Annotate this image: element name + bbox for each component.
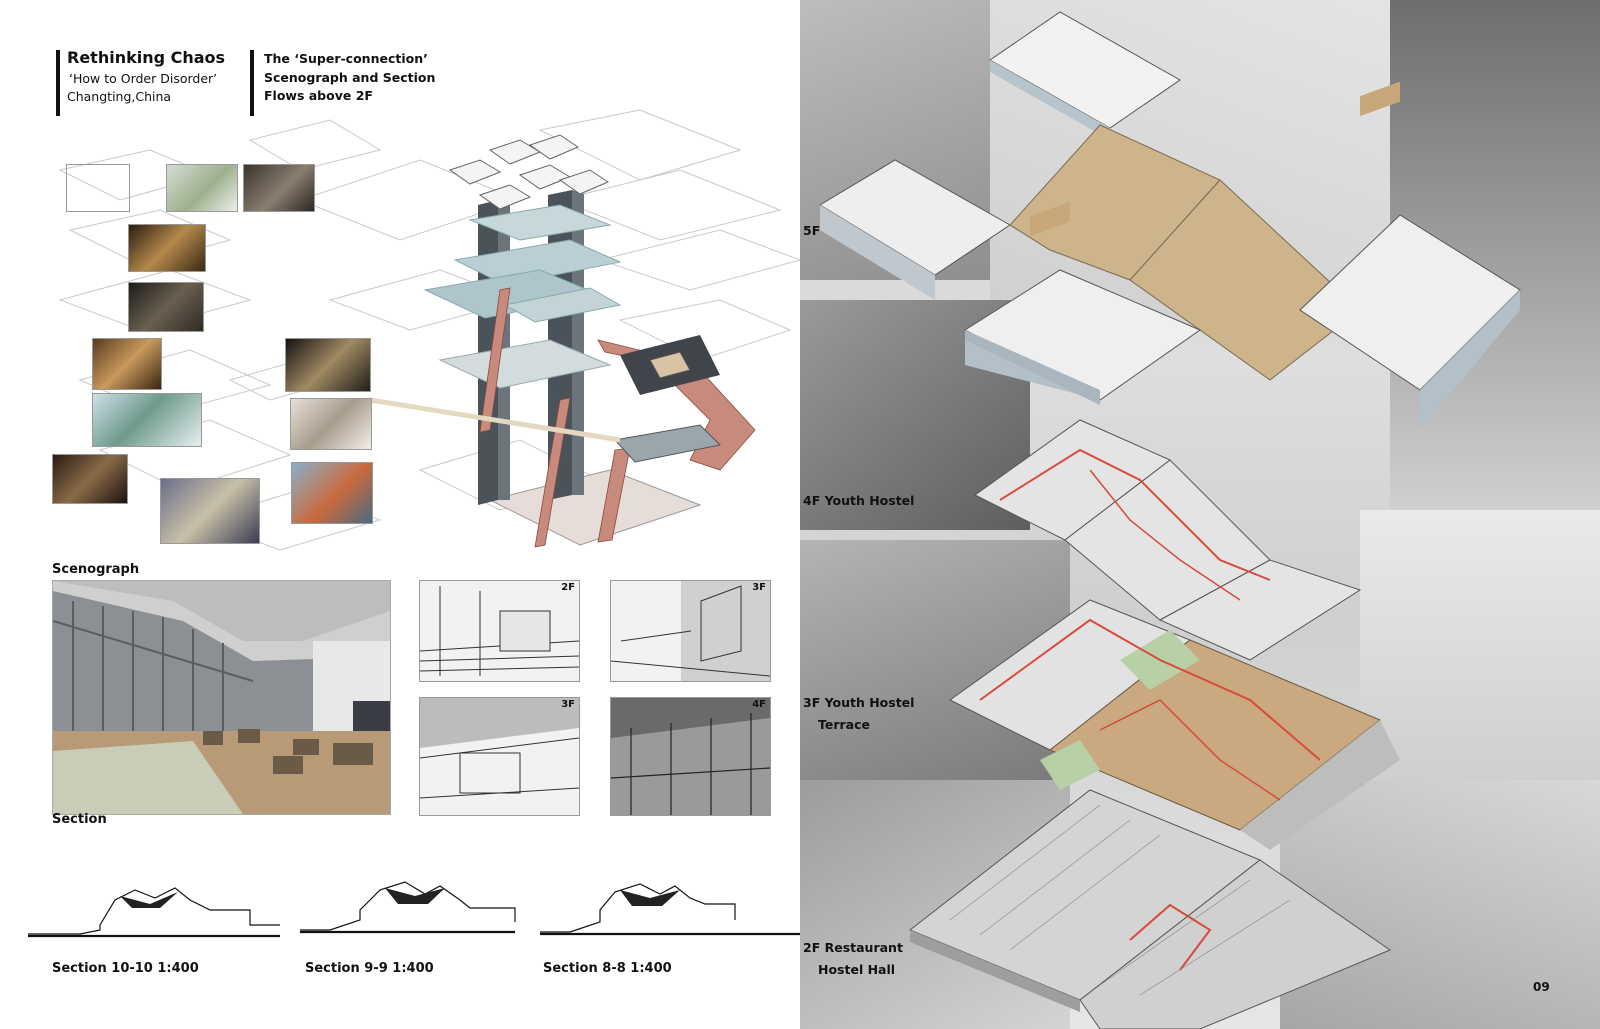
glass-plate — [438, 339, 612, 389]
sketch-floor-tag: 3F — [561, 699, 575, 710]
project-location: Changting,China — [67, 89, 172, 104]
reference-photo — [128, 282, 204, 332]
exploded-axonometric — [819, 11, 1521, 1029]
floor-2f-model — [909, 789, 1392, 1029]
reference-photo — [52, 454, 128, 504]
glass-plate — [503, 287, 622, 323]
section-caption: Section 10-10 1:400 — [52, 961, 199, 976]
floor-label-3f: 3F Youth Hostel — [803, 695, 915, 710]
reference-photo — [291, 462, 373, 524]
sketch-floor-tag: 3F — [752, 582, 766, 593]
sketch-floor-tag: 4F — [752, 699, 766, 710]
reference-photo — [160, 478, 260, 544]
reference-photo — [285, 338, 371, 392]
desc-divider — [250, 50, 254, 116]
reference-photo — [92, 393, 202, 447]
title-divider — [56, 50, 60, 116]
reference-photo — [66, 164, 130, 212]
reference-photo — [290, 398, 372, 450]
project-subtitle: ‘How to Order Disorder’ — [69, 71, 218, 86]
reference-photo — [243, 164, 315, 212]
reference-photo — [92, 338, 162, 390]
interior-sketch-3f-b: 3F — [419, 697, 580, 816]
floor-label-2f-sub: Hostel Hall — [818, 962, 896, 977]
reference-photo — [166, 164, 238, 212]
terrace-rendering — [52, 580, 391, 815]
interior-sketch-2f: 2F — [419, 580, 580, 682]
floor-label-2f: 2F Restaurant — [803, 940, 903, 955]
interior-sketch-4f: 4F — [610, 697, 771, 816]
reference-photo — [128, 224, 206, 272]
floor-label-5f: 5F — [803, 223, 821, 238]
rooftop-pavilions — [448, 134, 610, 210]
glass-plate — [468, 204, 612, 241]
floor-5f-model — [819, 11, 1521, 430]
background-photo — [1360, 510, 1600, 780]
base-slab — [488, 469, 702, 546]
page-number: 09 — [1533, 980, 1550, 994]
interior-sketch-3f: 3F — [610, 580, 771, 682]
glass-plate — [453, 239, 622, 286]
floor-label-3f-sub: Terrace — [818, 717, 870, 732]
desc-line-1: The ‘Super-connection’ — [264, 51, 428, 66]
desc-line-2: Scenograph and Section — [264, 70, 436, 85]
section-drawings — [28, 881, 800, 938]
sketch-floor-tag: 2F — [561, 582, 575, 593]
floor-4f-model — [974, 419, 1362, 661]
scenograph-label: Scenograph — [52, 562, 140, 577]
section-caption: Section 9-9 1:400 — [305, 961, 434, 976]
right-page: 5F 4F Youth Hostel 3F Youth Hostel Terra… — [800, 0, 1600, 1029]
floor-label-4f: 4F Youth Hostel — [803, 493, 915, 508]
left-page: Rethinking Chaos ‘How to Order Disorder’… — [28, 48, 800, 976]
section-caption: Section 8-8 1:400 — [543, 961, 672, 976]
background-photo — [1280, 780, 1600, 1029]
floor-3f-model — [949, 599, 1400, 850]
desc-line-3: Flows above 2F — [264, 88, 373, 103]
project-title: Rethinking Chaos — [67, 48, 226, 67]
scenograph-axonometric — [58, 109, 800, 551]
section-label: Section — [52, 812, 107, 827]
